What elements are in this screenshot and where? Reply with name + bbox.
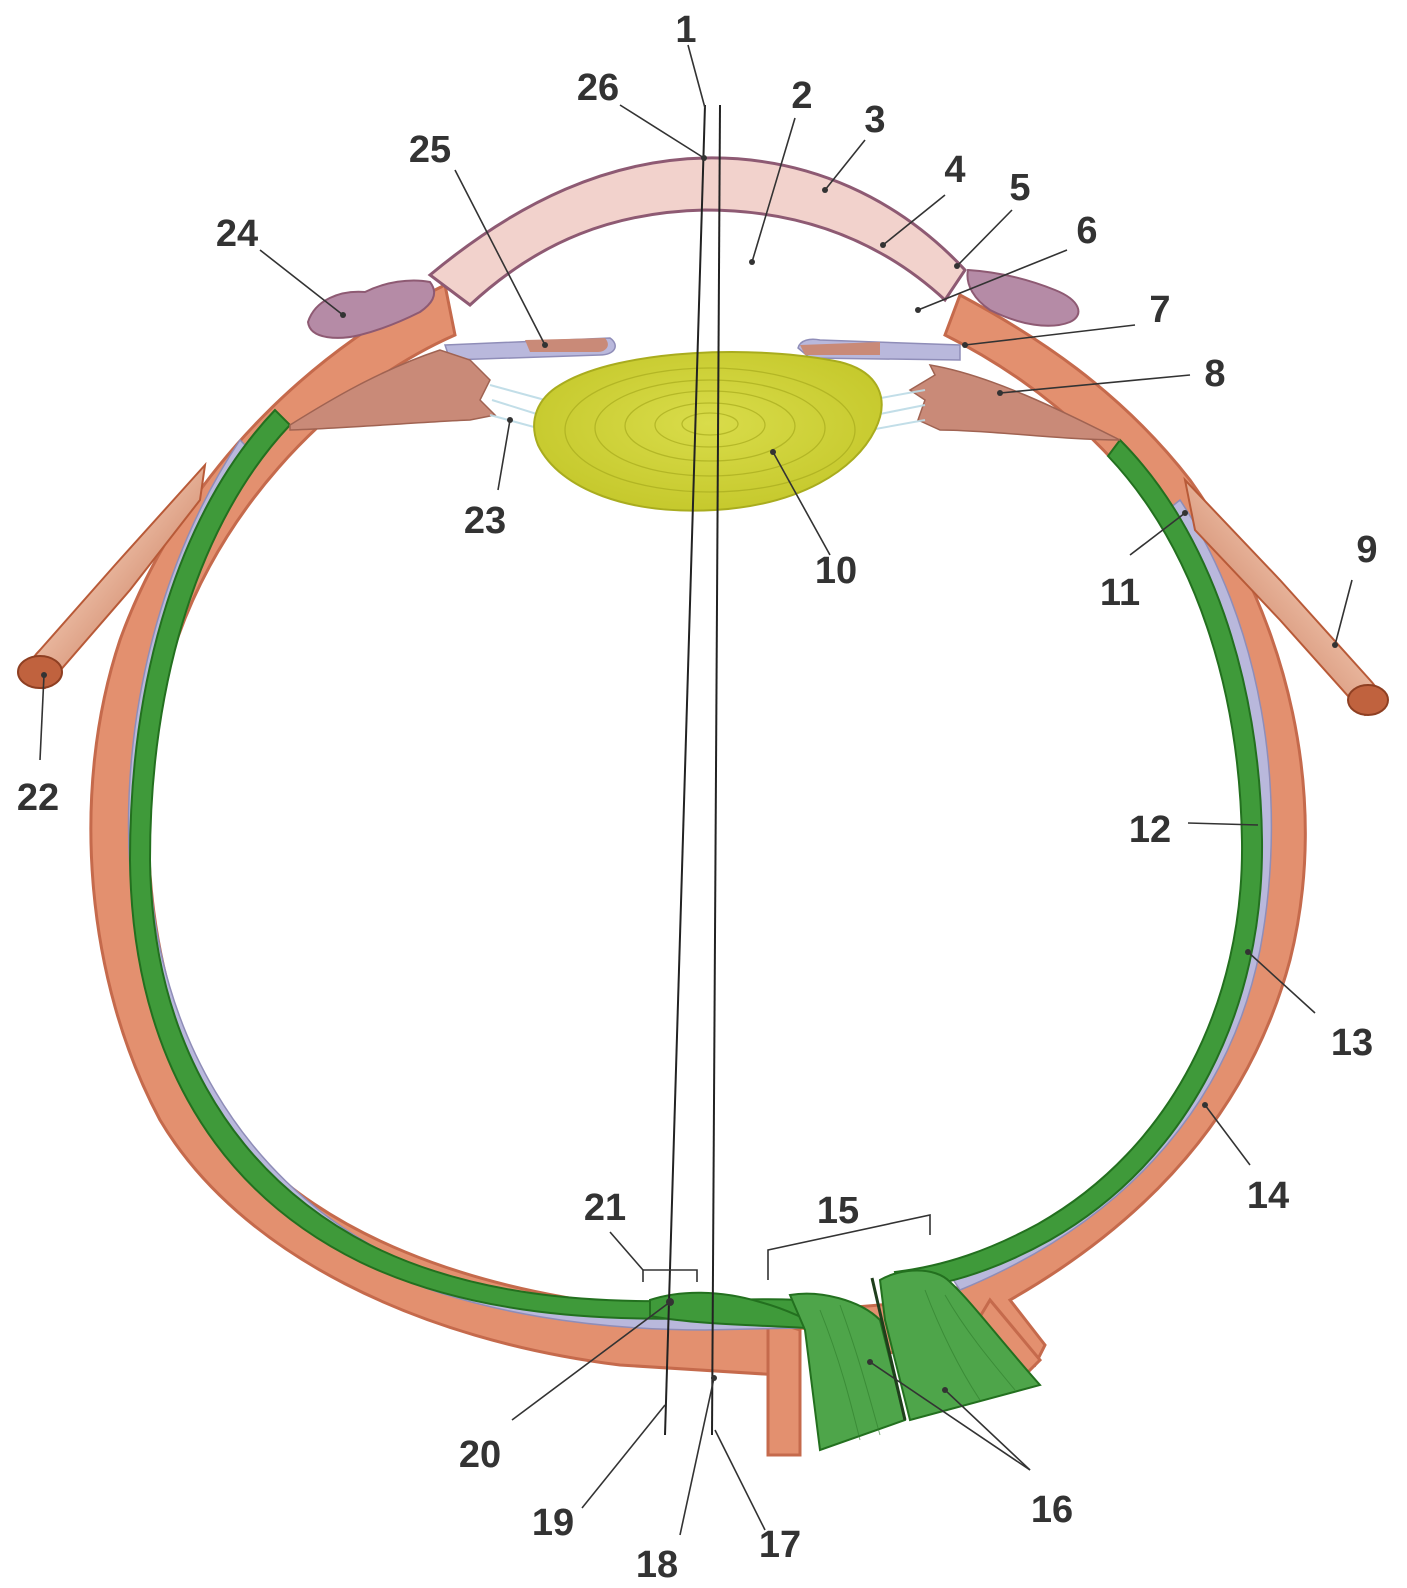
label-26: 26 <box>577 67 619 109</box>
label-3: 3 <box>864 99 885 141</box>
label-16: 16 <box>1031 1489 1073 1531</box>
label-6: 6 <box>1076 210 1097 252</box>
optical-axis-line <box>712 105 720 1435</box>
label-15: 15 <box>817 1190 859 1232</box>
label-19: 19 <box>532 1502 574 1544</box>
label-12: 12 <box>1129 809 1171 851</box>
sclera-left-canal-wall <box>768 1320 800 1455</box>
label-1: 1 <box>675 9 696 51</box>
label-25: 25 <box>409 129 451 171</box>
label-10: 10 <box>815 550 857 592</box>
lens-body <box>534 352 882 511</box>
label-2: 2 <box>791 75 812 117</box>
label-13: 13 <box>1331 1022 1373 1064</box>
label-11: 11 <box>1100 572 1140 614</box>
muscle-right-end <box>1348 685 1388 715</box>
visual-axis-line <box>665 105 705 1435</box>
label-21: 21 <box>584 1187 626 1229</box>
label-8: 8 <box>1204 353 1225 395</box>
muscle-left-end <box>18 656 62 688</box>
label-14: 14 <box>1247 1175 1289 1217</box>
label-17: 17 <box>759 1524 801 1566</box>
label-7: 7 <box>1149 289 1170 331</box>
lens <box>534 352 882 511</box>
label-20: 20 <box>459 1434 501 1476</box>
label-5: 5 <box>1009 167 1030 209</box>
label-4: 4 <box>944 149 965 191</box>
cornea <box>430 158 965 305</box>
label-23: 23 <box>464 500 506 542</box>
label-18: 18 <box>636 1544 678 1586</box>
label-24: 24 <box>216 213 258 255</box>
iris-left-pigment <box>525 338 608 352</box>
label-9: 9 <box>1356 529 1377 571</box>
label-22: 22 <box>17 777 59 819</box>
